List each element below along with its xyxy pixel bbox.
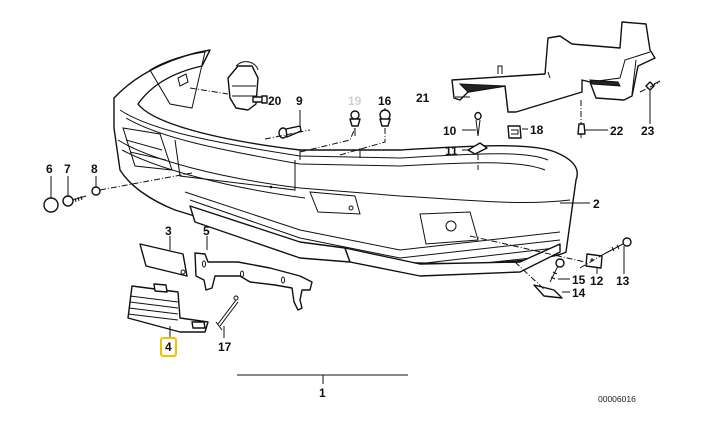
- callout-1-assembly[interactable]: 1: [319, 386, 326, 400]
- cap-6-part[interactable]: [43, 197, 59, 213]
- callout-22[interactable]: 22: [610, 124, 624, 138]
- cover-14-part[interactable]: [533, 284, 563, 299]
- clip-18-part[interactable]: [507, 125, 522, 139]
- drawing-number: 00006016: [598, 394, 636, 404]
- screw-20-part[interactable]: [252, 95, 268, 104]
- grille-insert-part[interactable]: [127, 283, 209, 333]
- callout-18[interactable]: 18: [530, 123, 544, 137]
- callout-2[interactable]: 2: [593, 197, 600, 211]
- callout-6[interactable]: 6: [46, 162, 53, 176]
- callout-5[interactable]: 5: [203, 224, 210, 238]
- screw-15-part[interactable]: [549, 258, 565, 283]
- assembly-lines: [99, 81, 661, 291]
- mounting-bracket-part[interactable]: [194, 252, 313, 311]
- callout-8[interactable]: 8: [91, 162, 98, 176]
- clip-16-part[interactable]: [379, 109, 391, 127]
- screw-7-part[interactable]: [62, 195, 87, 207]
- screw-10-part[interactable]: [474, 111, 482, 137]
- callout-12[interactable]: 12: [590, 274, 604, 288]
- callout-16[interactable]: 16: [378, 94, 392, 108]
- callout-15[interactable]: 15: [572, 273, 586, 287]
- callout-19-dimmed[interactable]: 19: [348, 94, 362, 108]
- nut-11-part[interactable]: [467, 142, 488, 155]
- callout-20[interactable]: 20: [268, 94, 282, 108]
- cover-cap-part[interactable]: [139, 243, 188, 277]
- bumper-cover-part[interactable]: [113, 49, 578, 277]
- callout-13[interactable]: 13: [616, 274, 630, 288]
- washer-8-part[interactable]: [91, 186, 101, 196]
- rivet-22-part[interactable]: [577, 123, 586, 138]
- callout-7[interactable]: 7: [64, 162, 71, 176]
- air-duct-part[interactable]: [451, 21, 656, 113]
- callout-23[interactable]: 23: [641, 124, 655, 138]
- screw-13-part[interactable]: [603, 237, 632, 255]
- callout-17[interactable]: 17: [218, 340, 232, 354]
- leader-lines: [50, 90, 651, 384]
- hinge-bracket-part[interactable]: [227, 61, 259, 111]
- callout-11[interactable]: 11: [445, 144, 458, 158]
- callout-4-selected[interactable]: 4: [160, 337, 177, 357]
- callout-14[interactable]: 14: [572, 286, 586, 300]
- callout-3[interactable]: 3: [165, 224, 172, 238]
- clip-19-part[interactable]: [349, 110, 361, 127]
- clip-nut-12-part[interactable]: [585, 253, 603, 269]
- callout-10[interactable]: 10: [443, 124, 457, 138]
- callout-21[interactable]: 21: [416, 91, 430, 105]
- callout-9[interactable]: 9: [296, 94, 303, 108]
- wire-part[interactable]: [215, 295, 239, 331]
